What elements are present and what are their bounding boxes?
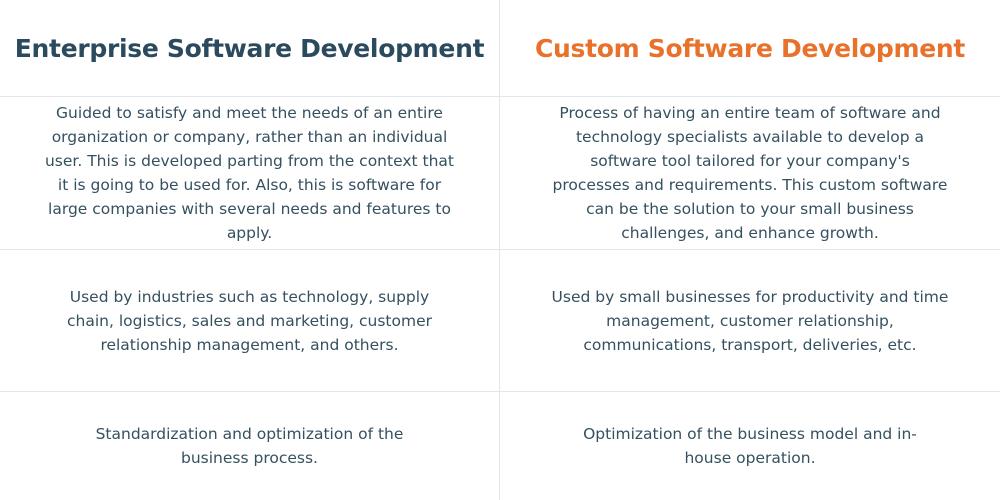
row-2-enterprise-cell: Used by industries such as technology, s…: [0, 250, 500, 392]
row-1-custom-text: Process of having an entire team of soft…: [552, 104, 948, 242]
row-1-enterprise-cell: Guided to satisfy and meet the needs of …: [0, 97, 500, 250]
row-3-enterprise-text: Standardization and optimization of the …: [95, 425, 404, 467]
row-3-enterprise-cell: Standardization and optimization of the …: [0, 392, 500, 500]
row-1-enterprise-text: Guided to satisfy and meet the needs of …: [44, 104, 455, 242]
row-3-custom-cell: Optimization of the business model and i…: [500, 392, 1000, 500]
row-2-enterprise-text: Used by industries such as technology, s…: [67, 287, 432, 354]
header-cell-custom: Custom Software Development: [500, 0, 1000, 97]
row-3-custom-text: Optimization of the business model and i…: [583, 425, 917, 467]
enterprise-column-title: Enterprise Software Development: [14, 33, 485, 63]
custom-column-title: Custom Software Development: [534, 33, 966, 63]
header-cell-enterprise: Enterprise Software Development: [0, 0, 500, 97]
row-2-custom-text: Used by small businesses for productivit…: [551, 287, 949, 354]
row-1-custom-cell: Process of having an entire team of soft…: [500, 97, 1000, 250]
row-2-custom-cell: Used by small businesses for productivit…: [500, 250, 1000, 392]
